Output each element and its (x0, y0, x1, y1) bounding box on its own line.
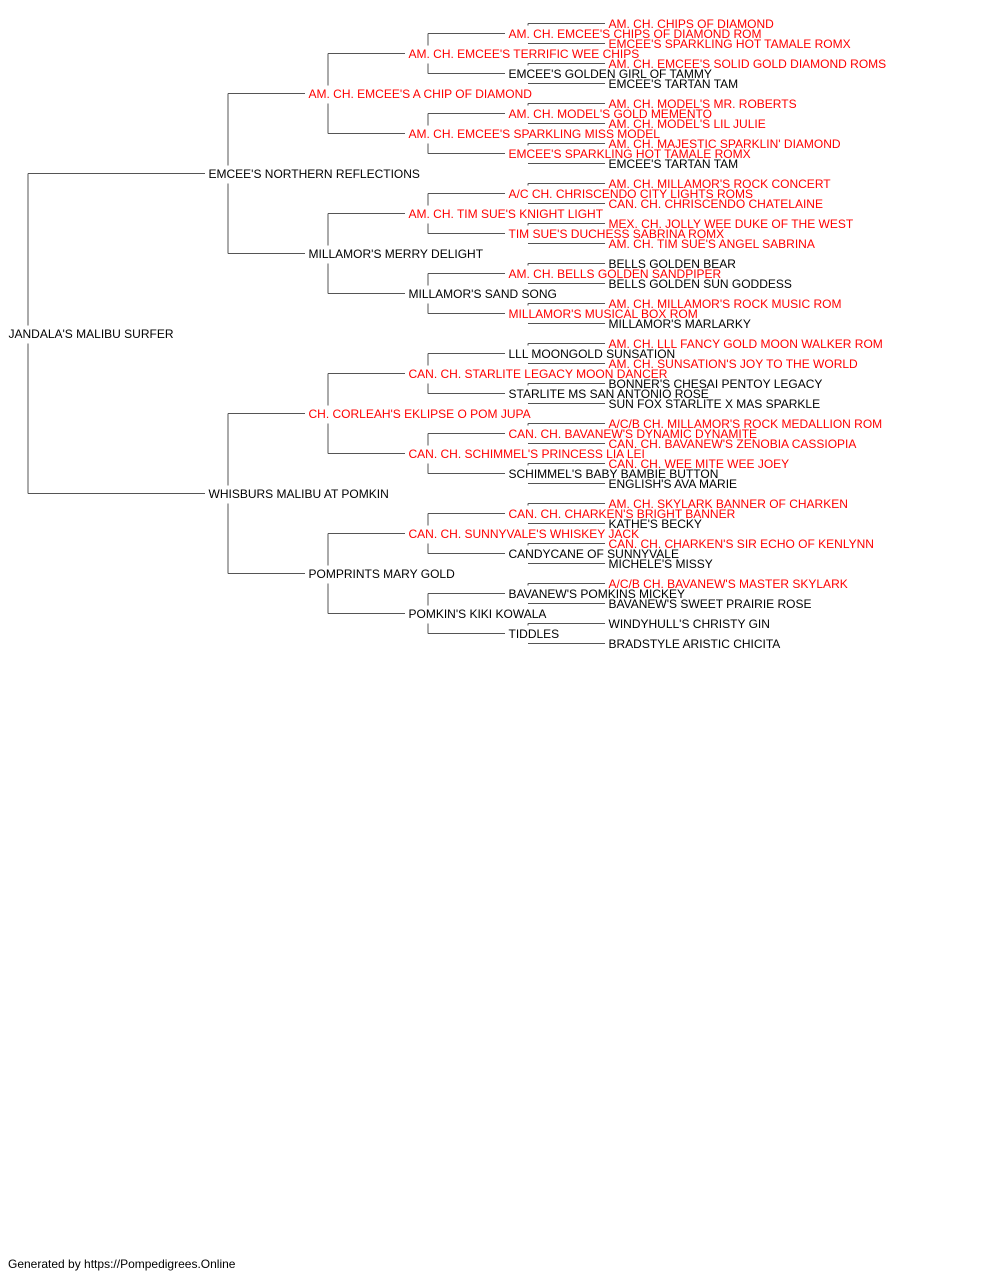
ancestor-name: MICHELE'S MISSY (609, 557, 713, 571)
ancestor-name: AM. CH. SUNSATION'S JOY TO THE WORLD (609, 357, 859, 371)
ancestor-name: MILLAMOR'S SAND SONG (409, 287, 557, 301)
ancestor-name: MILLAMOR'S MARLARKY (609, 317, 751, 331)
ancestor-name: AM. CH. EMCEE'S TERRIFIC WEE CHIPS (409, 47, 640, 61)
ancestor-name: CANDYCANE OF SUNNYVALE (509, 547, 679, 561)
ancestor-name: CAN. CH. CHARKEN'S SIR ECHO OF KENLYNN (609, 537, 874, 551)
ancestor-name: CH. CORLEAH'S EKLIPSE O POM JUPA (309, 407, 531, 421)
ancestor-name: A/C/B CH. BAVANEW'S MASTER SKYLARK (609, 577, 848, 591)
ancestor-name: AM. CH. TIM SUE'S KNIGHT LIGHT (409, 207, 604, 221)
ancestor-name: CAN. CH. SUNNYVALE'S WHISKEY JACK (409, 527, 640, 541)
subject-dog-name: JANDALA'S MALIBU SURFER (9, 327, 174, 341)
ancestor-name: BAVANEW'S SWEET PRAIRIE ROSE (609, 597, 812, 611)
ancestor-name: AM. CH. BELLS GOLDEN SANDPIPER (509, 267, 722, 281)
ancestor-name: AM. CH. MILLAMOR'S ROCK CONCERT (609, 177, 832, 191)
ancestor-name: AM. CH. LLL FANCY GOLD MOON WALKER ROM (609, 337, 883, 351)
ancestor-name: KATHE'S BECKY (609, 517, 702, 531)
ancestor-name: EMCEE'S NORTHERN REFLECTIONS (209, 167, 420, 181)
ancestor-name: AM. CH. MODEL'S MR. ROBERTS (609, 97, 797, 111)
ancestor-name: SCHIMMEL'S BABY BAMBIE BUTTON (509, 467, 719, 481)
ancestor-name: MILLAMOR'S MUSICAL BOX ROM (509, 307, 698, 321)
ancestor-name: EMCEE'S GOLDEN GIRL OF TAMMY (509, 67, 712, 81)
ancestor-name: AM. CH. EMCEE'S SPARKLING MISS MODEL (409, 127, 661, 141)
ancestor-name: TIDDLES (509, 627, 560, 641)
ancestor-name: POMKIN'S KIKI KOWALA (409, 607, 547, 621)
ancestor-name: AM. CH. MODEL'S GOLD MEMENTO (509, 107, 712, 121)
ancestor-name: AM. CH. MILLAMOR'S ROCK MUSIC ROM (609, 297, 842, 311)
ancestor-name: BRADSTYLE ARISTIC CHICITA (609, 637, 781, 651)
ancestor-name: CAN. CH. STARLITE LEGACY MOON DANCER (409, 367, 668, 381)
ancestor-name: EMCEE'S SPARKLING HOT TAMALE ROMX (509, 147, 751, 161)
ancestor-name: TIM SUE'S DUCHESS SABRINA ROMX (509, 227, 725, 241)
ancestor-name: AM. CH. SKYLARK BANNER OF CHARKEN (609, 497, 848, 511)
ancestor-name: CAN. CH. SCHIMMEL'S PRINCESS LIA LEI (409, 447, 645, 461)
ancestor-name: AM. CH. EMCEE'S SOLID GOLD DIAMOND ROMS (609, 57, 887, 71)
ancestor-name: AM. CH. MAJESTIC SPARKLIN' DIAMOND (609, 137, 841, 151)
ancestor-name: CAN. CH. BAVANEW'S DYNAMIC DYNAMITE (509, 427, 758, 441)
ancestor-name: CAN. CH. CHARKEN'S BRIGHT BANNER (509, 507, 736, 521)
ancestor-name: AM. CH. EMCEE'S A CHIP OF DIAMOND (309, 87, 533, 101)
ancestor-name: POMPRINTS MARY GOLD (309, 567, 456, 581)
ancestor-name: BELLS GOLDEN SUN GODDESS (609, 277, 792, 291)
ancestor-name: AM. CH. TIM SUE'S ANGEL SABRINA (609, 237, 815, 251)
ancestor-name: WHISBURS MALIBU AT POMKIN (209, 487, 389, 501)
ancestor-name: AM. CH. CHIPS OF DIAMOND (609, 17, 775, 31)
ancestor-name: BAVANEW'S POMKINS MICKEY (509, 587, 686, 601)
ancestor-name: AM. CH. MODEL'S LIL JULIE (609, 117, 766, 131)
generated-by-footer: Generated by https://Pompedigrees.Online (8, 1257, 236, 1271)
ancestor-name: BELLS GOLDEN BEAR (609, 257, 737, 271)
ancestor-name: CAN. CH. WEE MITE WEE JOEY (609, 457, 790, 471)
ancestor-name: STARLITE MS SAN ANTONIO ROSE (509, 387, 709, 401)
ancestor-name: EMCEE'S TARTAN TAM (609, 157, 739, 171)
ancestor-name: A/C CH. CHRISCENDO CITY LIGHTS ROMS (509, 187, 753, 201)
ancestor-name: CAN. CH. BAVANEW'S ZENOBIA CASSIOPIA (609, 437, 857, 451)
ancestor-name: MILLAMOR'S MERRY DELIGHT (309, 247, 484, 261)
ancestor-name: EMCEE'S SPARKLING HOT TAMALE ROMX (609, 37, 851, 51)
ancestor-name: CAN. CH. CHRISCENDO CHATELAINE (609, 197, 823, 211)
ancestor-name: LLL MOONGOLD SUNSATION (509, 347, 676, 361)
ancestor-name: BONNER'S CHESAI PENTOY LEGACY (609, 377, 823, 391)
ancestor-name: A/C/B CH. MILLAMOR'S ROCK MEDALLION ROM (609, 417, 883, 431)
ancestor-name: SUN FOX STARLITE X MAS SPARKLE (609, 397, 821, 411)
ancestor-name: MEX. CH. JOLLY WEE DUKE OF THE WEST (609, 217, 854, 231)
ancestor-name: AM. CH. EMCEE'S CHIPS OF DIAMOND ROM (509, 27, 762, 41)
ancestor-name: ENGLISH'S AVA MARIE (609, 477, 738, 491)
ancestor-name: EMCEE'S TARTAN TAM (609, 77, 739, 91)
ancestor-name: WINDYHULL'S CHRISTY GIN (609, 617, 770, 631)
